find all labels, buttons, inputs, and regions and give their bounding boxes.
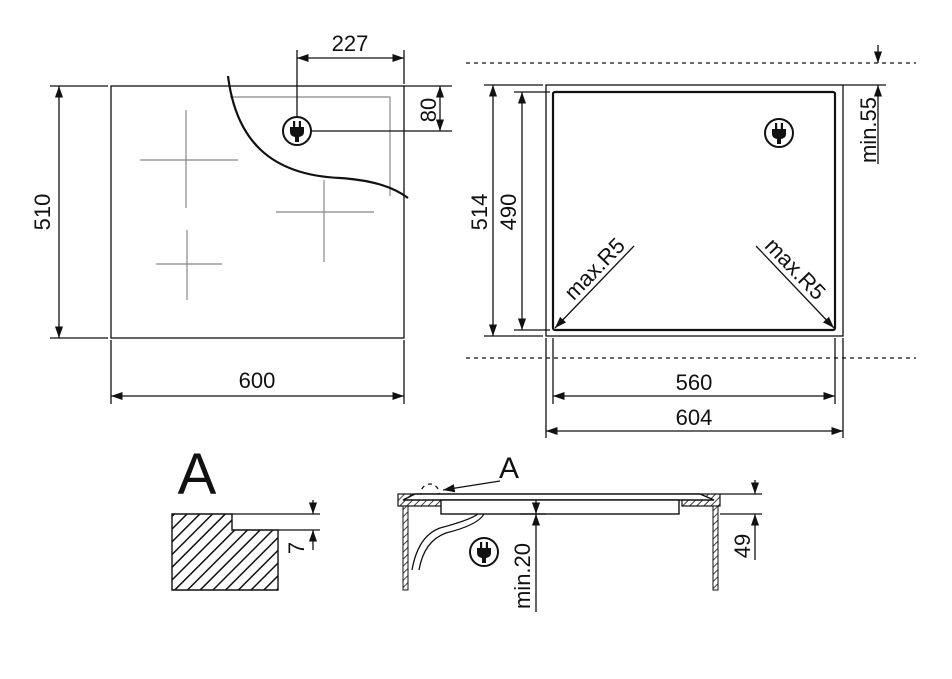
detail-section-hatch: [171, 513, 279, 591]
radius-label-right: max.R5: [760, 233, 831, 305]
cutout-outer: [545, 84, 844, 337]
dim-cutout-width-outer: 604: [676, 405, 713, 430]
plug-icon: [764, 118, 794, 148]
dim-hob-depth: 510: [30, 194, 55, 231]
dim-min-back-clearance: min.55: [856, 97, 881, 163]
plug-icon: [469, 537, 499, 567]
section-view: A min.20 49: [397, 452, 762, 612]
hob-outline: [110, 85, 405, 339]
detail-label: A: [178, 442, 217, 507]
detail-a-view: A 7: [171, 442, 320, 591]
control-unit-outline: [230, 96, 391, 196]
dim-total-height: 49: [730, 534, 755, 558]
dim-cutout-depth-inner: 490: [496, 194, 521, 231]
cabinet-wall-right: [712, 505, 719, 591]
dim-plug-offset-x: 227: [332, 31, 369, 56]
plug-icon: [282, 116, 312, 146]
cooking-zones: [140, 110, 374, 300]
dim-cutout-width-inner: 560: [676, 370, 713, 395]
dim-min-under-clearance: min.20: [510, 543, 535, 609]
radius-label-left: max.R5: [559, 233, 630, 305]
radius-arrow-right: [755, 245, 835, 329]
dim-detail-height: 7: [284, 542, 309, 554]
dim-hob-width: 600: [239, 368, 276, 393]
radius-arrow-left: [554, 245, 635, 329]
cutout-view: max.R5 max.R5 514 490 min.55 560 604: [466, 45, 916, 438]
power-cable: [411, 513, 479, 571]
dim-cutout-depth-outer: 514: [467, 194, 492, 231]
cutaway-curve: [226, 75, 409, 199]
hob-body: [440, 499, 680, 515]
hob-glass: [402, 493, 715, 501]
hob-top-view: 227 80 510 600: [30, 31, 452, 404]
section-label: A: [499, 452, 519, 485]
dim-plug-offset-y: 80: [416, 98, 441, 122]
detail-circle: [420, 483, 440, 503]
detail-pointer-arrow: [442, 480, 501, 493]
cabinet-wall-left: [402, 505, 409, 591]
cutout-inner: [551, 90, 837, 332]
